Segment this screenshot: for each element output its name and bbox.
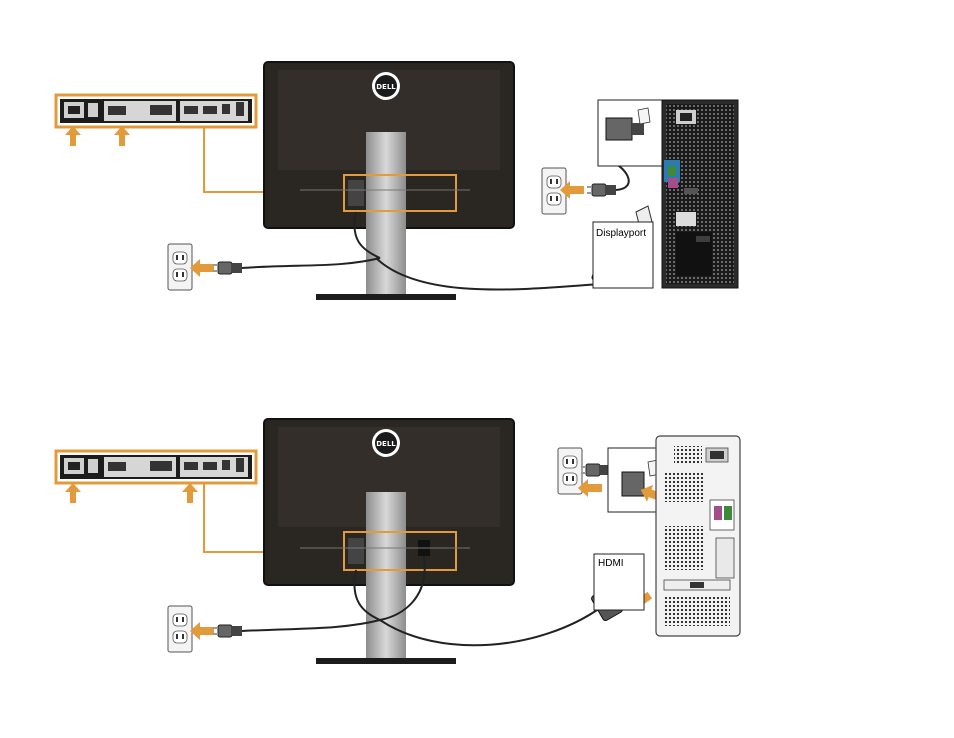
computer-tower-icon (656, 436, 740, 636)
monitor-rear-icon: DELL (264, 62, 514, 300)
io-strip (56, 95, 256, 127)
power-outlet-icon (168, 244, 192, 290)
monitor-rear-icon: DELL (264, 419, 514, 664)
computer-tower-icon (662, 100, 738, 288)
power-outlet-icon (558, 448, 582, 494)
displayport-label: Displayport (596, 228, 646, 239)
arrow-icon (190, 259, 214, 277)
panel-displayport: DELL (56, 62, 738, 300)
power-outlet-icon (168, 606, 192, 652)
arrow-icon (190, 622, 214, 640)
panel-hdmi: DELL (56, 419, 740, 664)
hdmi-label: HDMI (598, 558, 624, 569)
dell-logo: DELL (376, 440, 396, 448)
dell-logo: DELL (376, 83, 396, 91)
io-strip (56, 451, 256, 483)
